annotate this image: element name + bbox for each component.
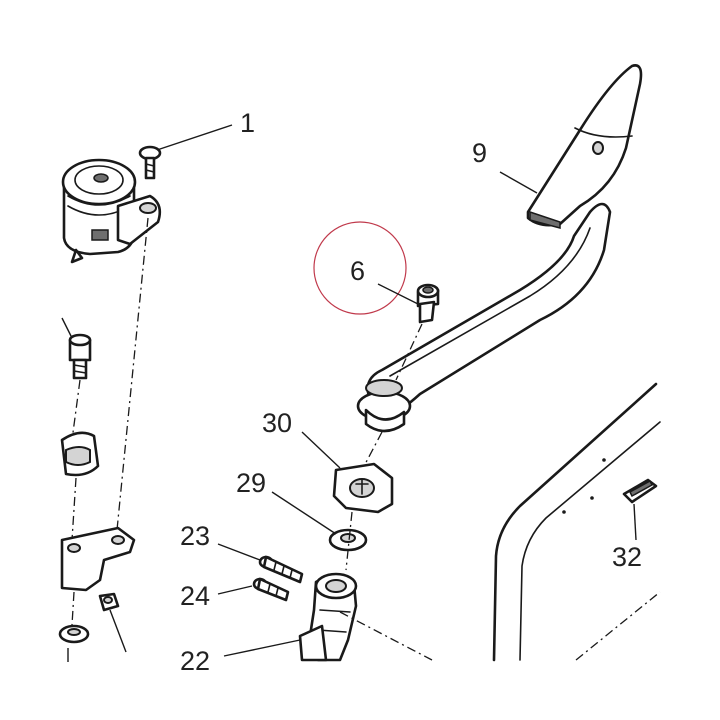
leader-line-30 (301, 431, 341, 469)
screw-part-24 (252, 577, 290, 602)
callout-1: 1 (240, 108, 255, 138)
master-cylinder-part-22 (298, 572, 358, 662)
callout-24: 24 (180, 581, 210, 611)
leader-line-1 (156, 124, 233, 151)
washer-left (58, 624, 90, 644)
leader-line-bolt (61, 317, 73, 339)
center-line-reservoir (115, 217, 149, 541)
brake-lever-part-9 (356, 64, 643, 433)
leader-line-24 (217, 585, 253, 595)
leader-line-nut (109, 609, 127, 653)
center-line-left-2 (71, 477, 77, 541)
leader-line-9 (499, 171, 538, 194)
center-line-22 (339, 611, 433, 661)
leader-line-32 (633, 503, 637, 541)
frame-panel (492, 382, 661, 662)
leader-line-22 (223, 639, 301, 657)
clamp-half (60, 431, 100, 477)
nut-left (98, 592, 120, 612)
callout-9: 9 (472, 138, 487, 168)
spacer-part-30 (332, 462, 394, 514)
center-line-left (71, 379, 81, 441)
center-line-pivot (395, 323, 423, 381)
callout-30: 30 (262, 408, 292, 438)
screw-part-23 (258, 555, 304, 584)
callout-22: 22 (180, 646, 210, 676)
screw-part-1 (138, 145, 162, 180)
center-line-left-3 (71, 591, 75, 626)
leader-line-29 (271, 491, 337, 535)
leader-line-23 (217, 543, 261, 561)
leader-line-6 (377, 283, 419, 305)
bolt-left (68, 333, 92, 380)
callout-6: 6 (350, 256, 365, 286)
callout-29: 29 (236, 468, 266, 498)
brake-fluid-reservoir (61, 158, 162, 264)
center-line-pivot-2 (361, 431, 383, 471)
bracket-plate (60, 526, 136, 592)
pivot-bolt-part-6 (416, 283, 440, 324)
highlight-circle-6 (313, 221, 407, 315)
callout-23: 23 (180, 521, 210, 551)
clip-part-32 (622, 478, 658, 504)
callout-32: 32 (612, 542, 642, 572)
